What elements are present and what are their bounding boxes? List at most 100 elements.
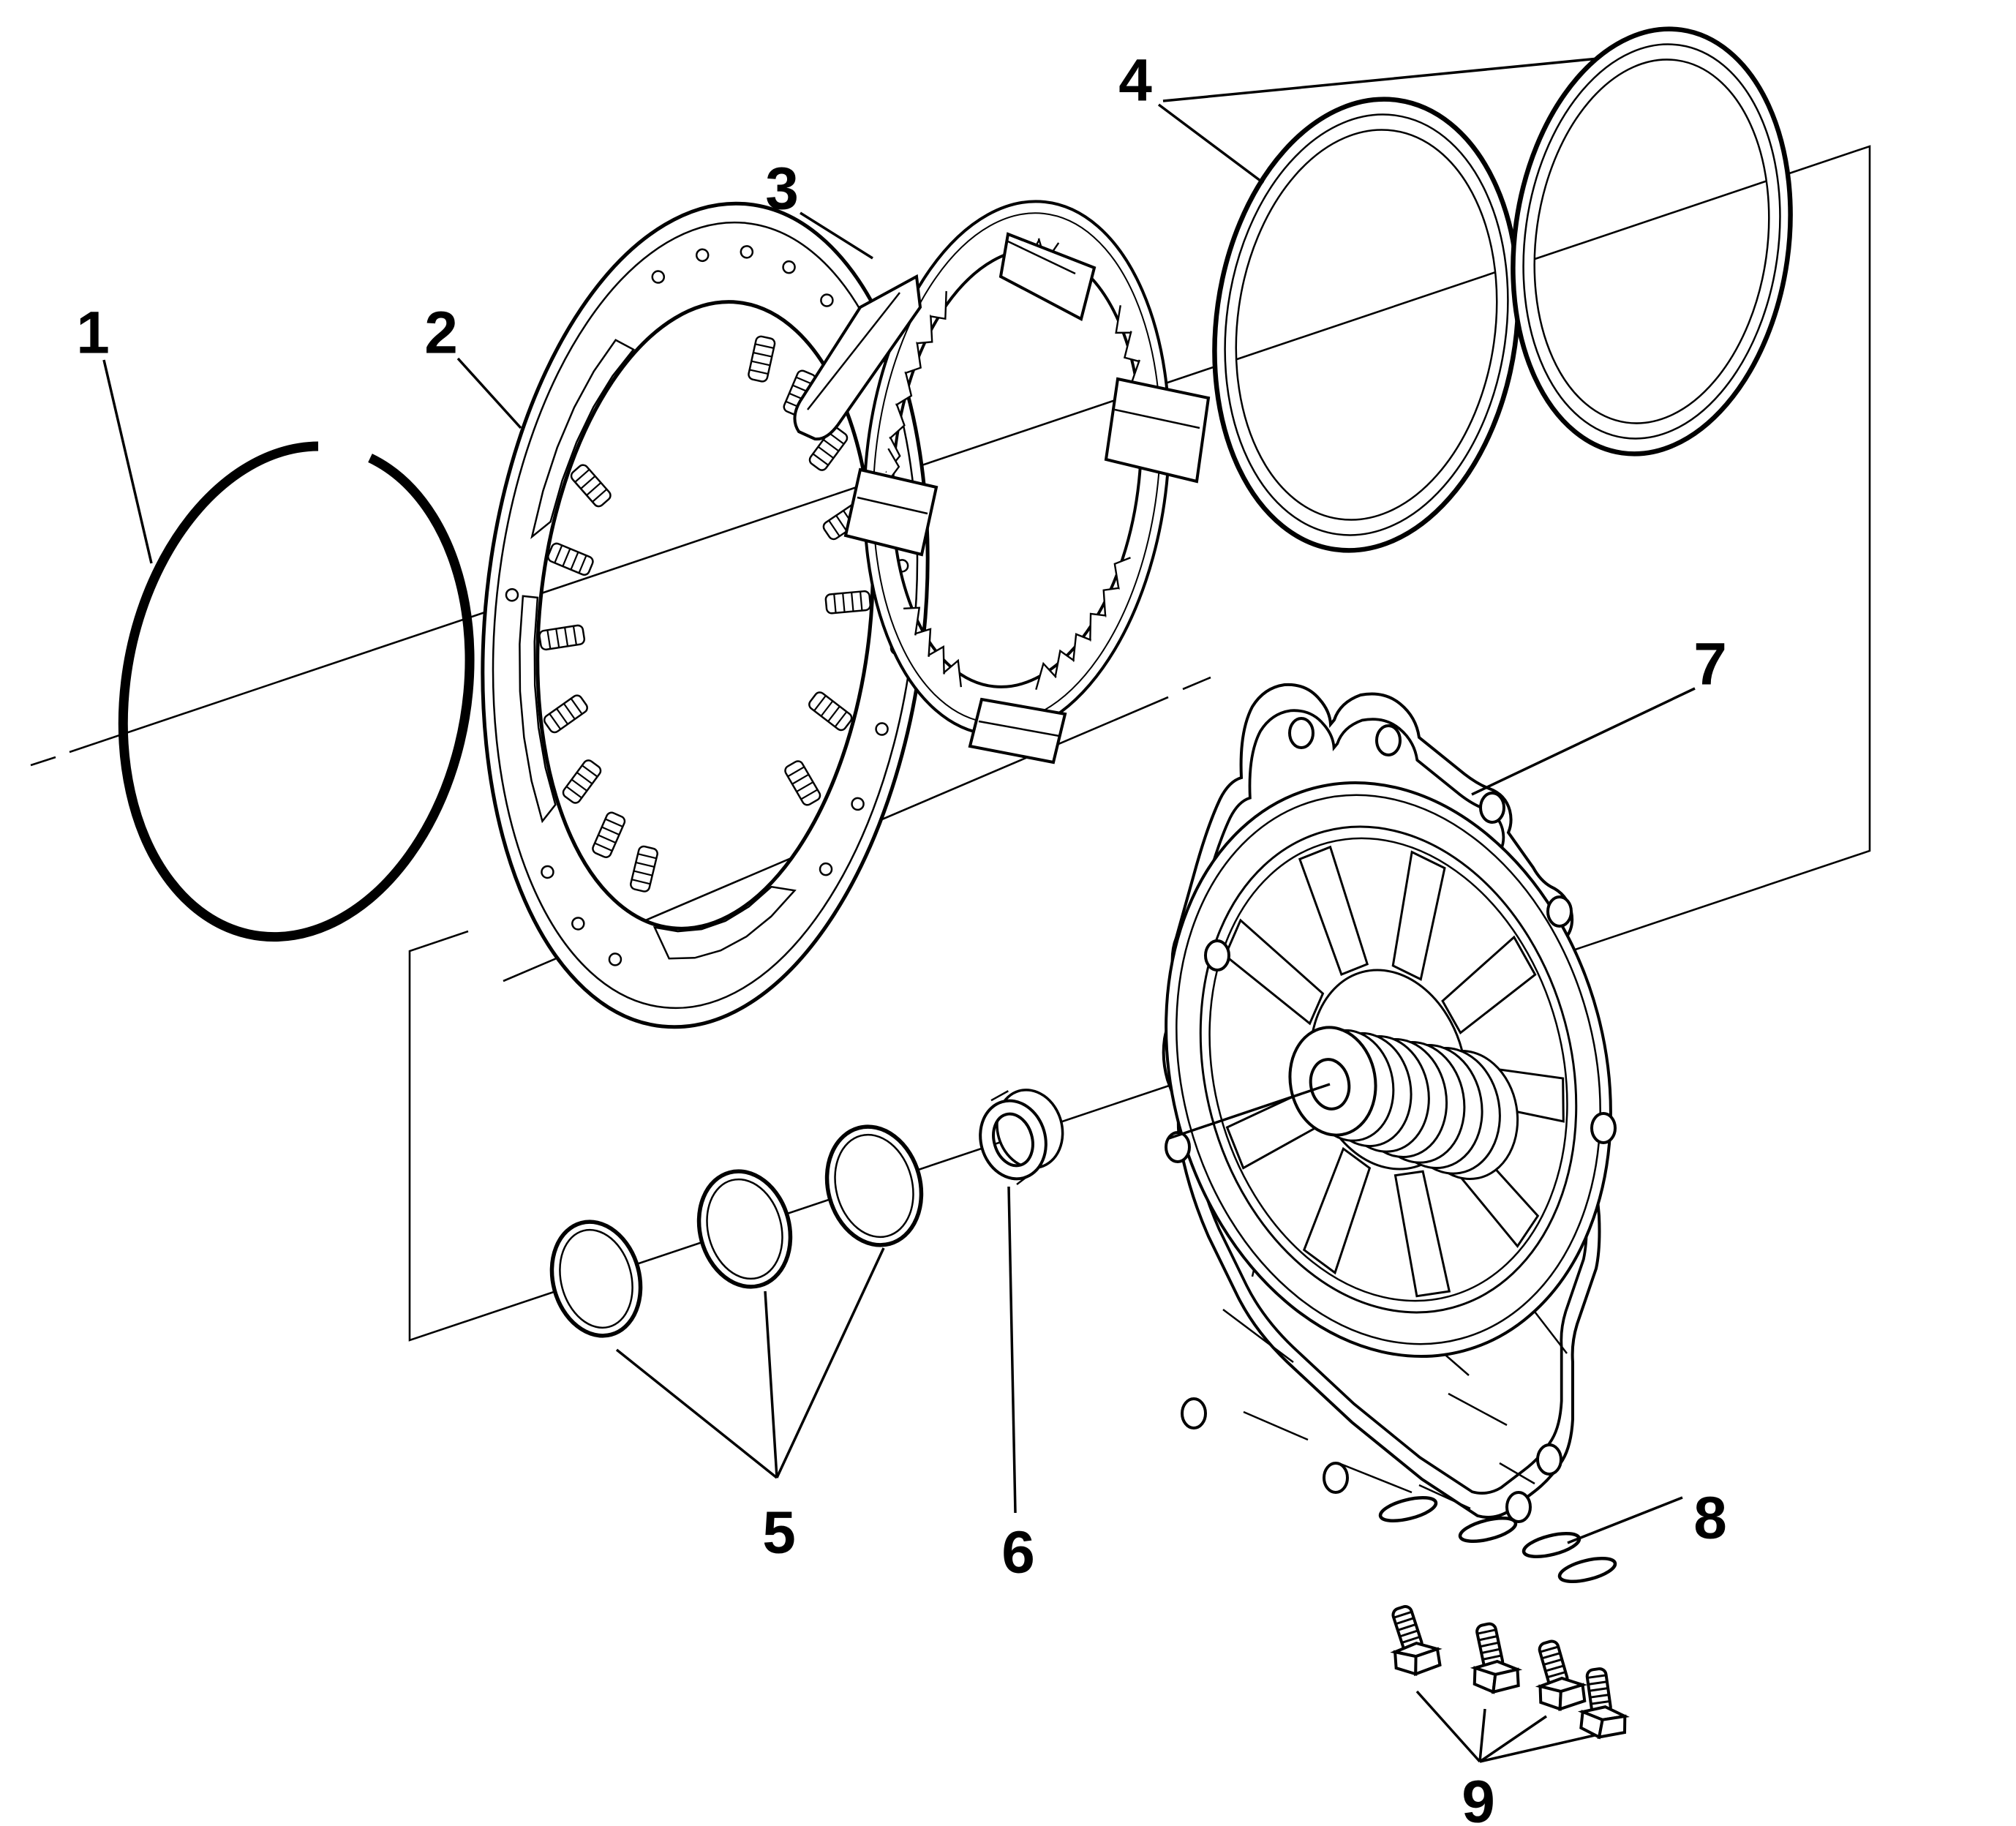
callout-5-leader: [764, 1290, 778, 1479]
ring-tooth: [889, 402, 906, 440]
callout-9-leader: [1479, 1715, 1547, 1763]
part-1-snap-ring: [118, 441, 475, 942]
plate-rivet-hole: [571, 917, 585, 931]
ring-tooth: [1102, 587, 1120, 617]
callout-8-leader: [1567, 1496, 1683, 1544]
bushing-front: [979, 1099, 1048, 1181]
flange-bolt-hole: [1181, 1397, 1207, 1429]
axis-break-dash-1: [30, 756, 56, 767]
bolt-2: [1473, 1622, 1520, 1693]
part-4-large-orings: [1212, 26, 1793, 553]
callout-4: 4: [1118, 48, 1152, 114]
plate-slot: [652, 885, 797, 960]
plate-slot: [530, 339, 635, 540]
flange-bolt-hole: [1375, 724, 1402, 756]
plate-coil-spring: [824, 590, 872, 615]
lugged-ring-band: [862, 200, 1171, 737]
ring-tooth: [1113, 557, 1131, 590]
part-7-pump-cover: [1162, 683, 1617, 1523]
pump-spoke: [1224, 918, 1325, 1026]
pump-spoke: [1391, 850, 1446, 981]
plate-coil-spring: [547, 542, 594, 576]
callout-3: 3: [765, 156, 799, 222]
plate-rivet-hole: [819, 862, 833, 876]
ring-tooth: [904, 341, 922, 375]
large-oring-2: [1511, 26, 1793, 456]
callout-7: 7: [1693, 631, 1727, 698]
pump-spoke: [1393, 1170, 1451, 1298]
callout-3-leader: [800, 211, 873, 260]
seal-ring-3: [824, 1124, 924, 1247]
small-oring-3: [1522, 1529, 1581, 1561]
ring-tooth: [903, 606, 921, 636]
axis-into-pump-center: [1168, 1083, 1331, 1140]
flange-bolt-hole: [1505, 1491, 1532, 1523]
tab-top: [998, 232, 1097, 321]
callout-5-leader: [615, 1348, 778, 1479]
ring-tooth: [1072, 633, 1092, 662]
plate-coil-spring: [543, 694, 588, 734]
callout-9-leader: [1415, 1690, 1481, 1763]
callout-9-leader: [1478, 1708, 1486, 1762]
snap-ring-body: [118, 441, 475, 942]
plate-coil-spring: [538, 624, 586, 651]
part-9-bolts: [1389, 1601, 1633, 1742]
callout-9-leader: [1479, 1734, 1595, 1763]
pump-splined-shaft: [1288, 1026, 1519, 1181]
bolt-1: [1389, 1601, 1443, 1677]
plate-coil-spring: [808, 691, 853, 732]
part-6-bushing: [979, 1089, 1064, 1185]
axis-break-dash-2: [1182, 676, 1211, 691]
ring-tooth: [1054, 649, 1075, 679]
flange-bolt-hole: [1479, 792, 1505, 824]
plate-rivet-hole: [608, 953, 623, 966]
plate-coil-spring: [784, 760, 821, 806]
ring-tooth: [1089, 612, 1107, 642]
callout-4-leader: [1162, 57, 1599, 102]
spring-plate-features: [505, 245, 909, 966]
plate-rivet-hole: [782, 260, 796, 274]
plate-coil-spring: [592, 811, 626, 858]
flange-bolt-hole: [1546, 895, 1573, 928]
plate-rivet-hole: [541, 865, 554, 879]
plate-rivet-hole: [695, 248, 710, 263]
plate-rivet-hole: [820, 293, 834, 307]
callout-9: 9: [1462, 1769, 1495, 1826]
part-3-lugged-ring: [793, 200, 1211, 764]
flange-bolt-hole: [1590, 1112, 1617, 1144]
ring-tooth: [1123, 331, 1140, 363]
plate-rivet-hole: [851, 797, 865, 811]
plate-coil-spring: [570, 464, 612, 508]
plate-slot: [519, 595, 557, 824]
callout-1: 1: [76, 300, 110, 367]
flange-bolt-hole: [1323, 1462, 1349, 1494]
seal-ring-2: [696, 1169, 793, 1289]
ring-tooth: [916, 315, 933, 345]
snap-ring-highlight: [130, 453, 310, 705]
pump-spoke: [1302, 1146, 1372, 1275]
plate-coil-spring: [808, 427, 849, 471]
ring-tooth: [1115, 305, 1132, 334]
small-oring-4: [1557, 1554, 1617, 1586]
flange-bolt-hole: [1536, 1443, 1562, 1476]
axis-break-dashes: [30, 676, 1211, 767]
plate-coil-spring: [630, 845, 658, 893]
ring-tooth: [914, 628, 932, 657]
part-2-spring-plate: [481, 201, 930, 1029]
flange-bolt-hole: [1288, 717, 1314, 749]
lugged-ring-tabs: [793, 232, 1211, 764]
plate-rivet-hole: [875, 722, 889, 736]
flange-bolt-hole: [1165, 1131, 1191, 1163]
callout-1-leader: [102, 359, 153, 564]
seal-ring-1: [549, 1220, 643, 1338]
ring-tooth: [929, 290, 947, 320]
plate-coil-spring: [748, 335, 776, 383]
flange-bolt-hole: [1204, 939, 1230, 972]
callout-5: 5: [762, 1500, 796, 1566]
callout-2: 2: [424, 300, 458, 367]
plate-coil-spring: [562, 759, 602, 804]
part-5-seal-rings: [549, 1124, 924, 1338]
ring-tooth: [1035, 661, 1057, 691]
